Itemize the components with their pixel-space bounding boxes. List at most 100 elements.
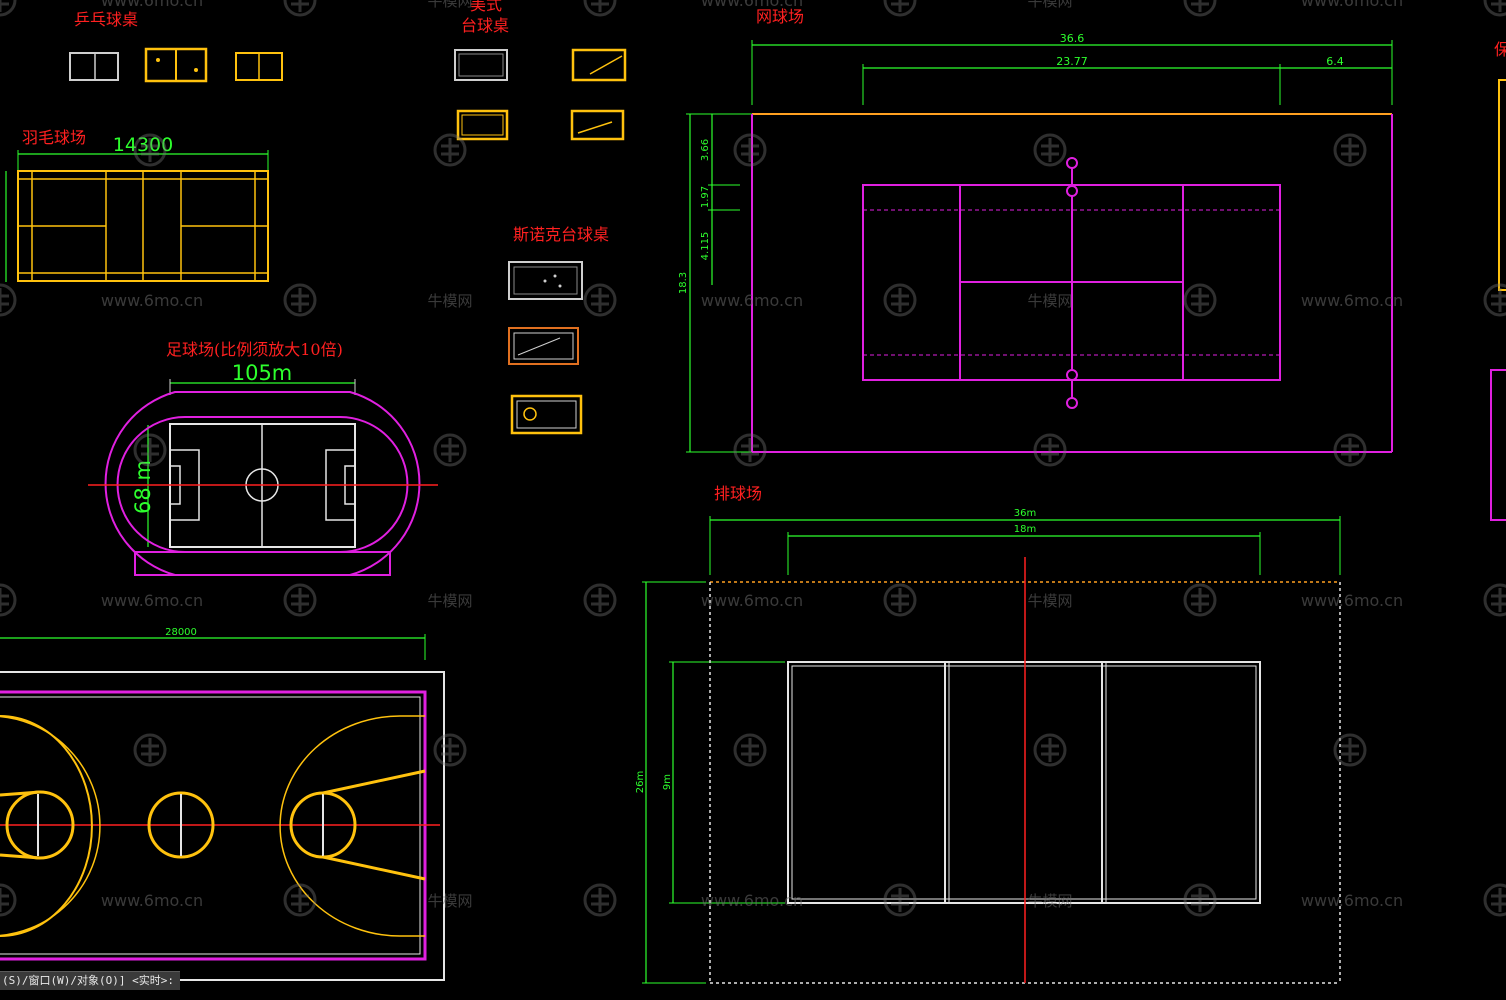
watermark-logo-icon: [583, 283, 617, 317]
right-edge-title: 保: [1494, 40, 1506, 59]
pool-table-2: [571, 48, 627, 82]
snooker-table-1: [508, 261, 583, 300]
watermark-logo-icon: [1183, 583, 1217, 617]
watermark-logo-icon: [283, 283, 317, 317]
watermark-logo-icon: [1483, 883, 1506, 917]
badminton-title: 羽毛球场: [22, 128, 86, 147]
badminton-width-label: 14300: [113, 134, 173, 156]
watermark-url: www.6mo.cn: [1301, 0, 1403, 10]
watermark-logo-icon: [0, 583, 17, 617]
watermark-logo-icon: [1033, 733, 1067, 767]
watermark-logo-icon: [583, 583, 617, 617]
basketball-court: 28000: [0, 627, 445, 981]
watermark-url: www.6mo.cn: [701, 0, 803, 10]
watermark-url: www.6mo.cn: [1301, 891, 1403, 910]
watermark-logo-icon: [0, 883, 17, 917]
tennis-v2-label: 1.97: [700, 186, 711, 208]
american-pool-title: 美式: [470, 0, 502, 14]
watermark-logo-icon: [1483, 0, 1506, 17]
watermark-cn: 牛模网: [1027, 892, 1072, 910]
snooker-table-2: [508, 327, 579, 365]
watermark-logo-icon: [1033, 433, 1067, 467]
watermark-url: www.6mo.cn: [101, 0, 203, 10]
watermark-url: www.6mo.cn: [101, 891, 203, 910]
watermark-logo-icon: [733, 133, 767, 167]
tennis-inner-label: 23.77: [1056, 55, 1088, 68]
watermark-url: www.6mo.cn: [701, 591, 803, 610]
volleyball-title: 排球场: [714, 484, 762, 503]
tennis-side-label: 6.4: [1326, 55, 1344, 68]
watermark-logo-icon: [1333, 733, 1367, 767]
pool-table-3: [456, 109, 509, 141]
watermark-logo-icon: [133, 133, 167, 167]
tennis-v3-label: 4.115: [700, 232, 711, 261]
tennis-total-label: 36.6: [1060, 32, 1085, 45]
watermark-url: www.6mo.cn: [701, 291, 803, 310]
watermark-logo-icon: [1183, 283, 1217, 317]
badminton-court: 羽毛球场 14300: [5, 128, 269, 282]
watermark-logo-icon: [1483, 283, 1506, 317]
watermark-logo-icon: [283, 0, 317, 17]
football-title: 足球场(比例须放大10倍): [166, 340, 343, 359]
watermark-logo-icon: [1183, 883, 1217, 917]
football-length-label: 105m: [232, 361, 293, 385]
watermark-logo-icon: [433, 433, 467, 467]
american-pool-title-2: 台球桌: [461, 16, 509, 35]
pool-table-4: [570, 109, 625, 141]
watermark-cn: 牛模网: [1027, 0, 1072, 10]
tennis-title: 网球场: [756, 7, 804, 26]
tennis-v1-label: 3.66: [700, 139, 711, 161]
snooker-table-3: [510, 394, 583, 435]
watermark-logo-icon: [0, 0, 17, 17]
watermark-cn: 牛模网: [427, 892, 472, 910]
basketball-width-label: 28000: [165, 627, 197, 638]
watermark-logo-icon: [883, 0, 917, 17]
tennis-height-label: 18.3: [678, 272, 689, 294]
watermark-url: www.6mo.cn: [1301, 591, 1403, 610]
tennis-court: 网球场 36.6 23.77 6.4 3.66 1.97 4.115 18.3: [678, 7, 1393, 453]
watermark-logo-icon: [1333, 133, 1367, 167]
watermark-layer: www.6mo.cn 牛模网 www.6mo.cn 牛模网 www.6mo.cn 牛模网 w…: [0, 0, 1506, 917]
table-tennis-table-1: [69, 52, 119, 81]
watermark-url: www.6mo.cn: [1301, 291, 1403, 310]
watermark-url: www.6mo.cn: [101, 591, 203, 610]
watermark-logo-icon: [133, 733, 167, 767]
watermark-logo-icon: [583, 0, 617, 17]
volleyball-inner-label: 18m: [1014, 524, 1036, 535]
football-field: 足球场(比例须放大10倍) 105m 68 m: [88, 340, 438, 576]
watermark-logo-icon: [883, 583, 917, 617]
snooker-group: 斯诺克台球桌: [508, 225, 609, 435]
watermark-logo-icon: [883, 883, 917, 917]
watermark-logo-icon: [133, 433, 167, 467]
watermark-logo-icon: [433, 133, 467, 167]
volleyball-height-inner-label: 9m: [662, 774, 673, 790]
table-tennis-group: 乒乓球桌: [69, 10, 283, 83]
american-pool-group: 美式 台球桌: [454, 0, 627, 141]
pool-table-1: [454, 49, 508, 81]
watermark-logo-icon: [883, 283, 917, 317]
watermark-logo-icon: [733, 733, 767, 767]
watermark-logo-icon: [1183, 0, 1217, 17]
volleyball-court: 排球场 36m 18m 26m 9m: [635, 484, 1341, 984]
watermark-logo-icon: [1333, 433, 1367, 467]
volleyball-height-total-label: 26m: [635, 771, 646, 793]
watermark-logo-icon: [283, 883, 317, 917]
football-width-label: 68 m: [131, 460, 155, 514]
right-edge-partial: 保: [1490, 40, 1506, 521]
watermark-logo-icon: [1033, 133, 1067, 167]
volleyball-total-label: 36m: [1014, 508, 1036, 519]
watermark-cn: 牛模网: [427, 292, 472, 310]
watermark-cn: 牛模网: [427, 592, 472, 610]
watermark-logo-icon: [1483, 583, 1506, 617]
table-tennis-title: 乒乓球桌: [74, 10, 138, 29]
watermark-logo-icon: [283, 583, 317, 617]
watermark-logo-icon: [733, 433, 767, 467]
watermark-cn: 牛模网: [1027, 292, 1072, 310]
watermark-url: www.6mo.cn: [101, 291, 203, 310]
command-line[interactable]: (S)/窗口(W)/对象(O)] <实时>:: [0, 971, 180, 990]
watermark-logo-icon: [583, 883, 617, 917]
watermark-cn: 牛模网: [427, 0, 472, 10]
snooker-title: 斯诺克台球桌: [513, 225, 609, 244]
watermark-cn: 牛模网: [1027, 592, 1072, 610]
